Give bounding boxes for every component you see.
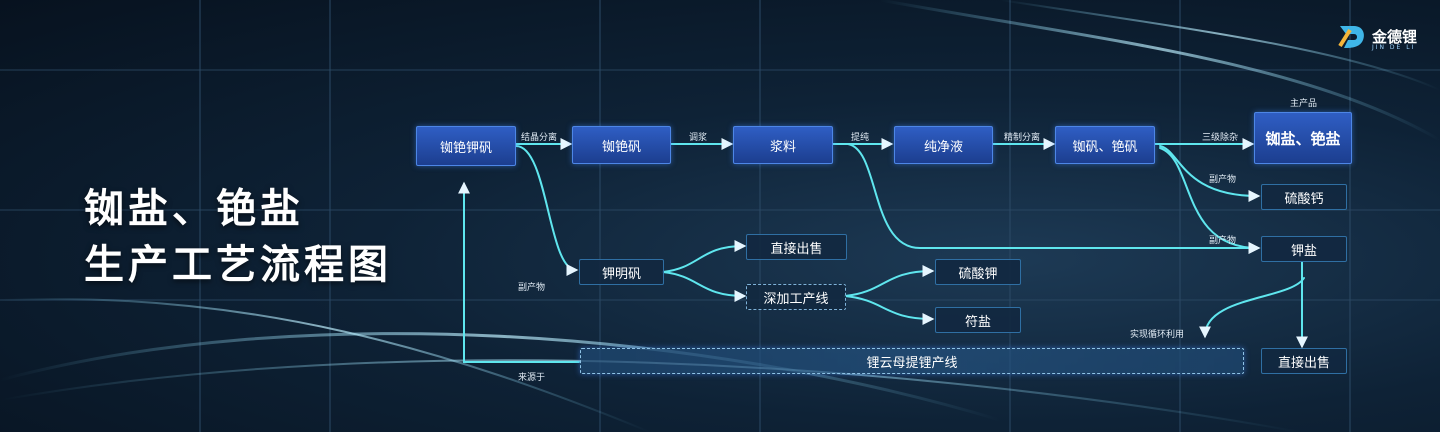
node-rb-cs-alum-pair: 铷矾、铯矾: [1055, 126, 1155, 164]
node-rb-cs-alum: 铷铯矾: [572, 126, 671, 164]
logo-name: 金德锂: [1372, 28, 1418, 46]
label-main-product: 主产品: [1290, 99, 1318, 109]
brand-logo: 金德锂 JIN DE LI: [1338, 24, 1422, 51]
node-calcium-sulfate: 硫酸钙: [1261, 184, 1347, 210]
label-byproduct-3: 副产物: [518, 283, 546, 293]
label-purification: 提纯: [851, 133, 870, 143]
title-line-1: 铷盐、铯盐: [84, 186, 304, 232]
node-potassium-sulfate: 硫酸钾: [935, 259, 1021, 285]
vertical-structure-lines: [199, 0, 1351, 432]
node-lepidolite-line: 锂云母提锂产线: [580, 348, 1244, 374]
node-direct-sale-2: 直接出售: [1261, 348, 1347, 374]
label-fine-separation: 精制分离: [1004, 133, 1041, 143]
title-line-2: 生产工艺流程图: [84, 242, 392, 288]
label-slurry-mixing: 调浆: [689, 133, 708, 143]
node-rb-cs-k-alum: 铷铯钾矾: [416, 126, 516, 166]
label-byproduct-2: 副产物: [1209, 236, 1237, 246]
node-deep-processing: 深加工产线: [746, 284, 846, 310]
node-potassium-alum: 钾明矾: [579, 259, 664, 285]
node-direct-sale-1: 直接出售: [746, 234, 847, 260]
node-main-product: 铷盐、铯盐: [1254, 112, 1352, 164]
label-recycle: 实现循环利用: [1130, 330, 1185, 340]
node-potassium-salt: 钾盐: [1261, 236, 1347, 262]
horizontal-structure-lines: [0, 69, 1440, 301]
label-three-stage: 三级除杂: [1202, 133, 1239, 143]
label-byproduct-1: 副产物: [1209, 175, 1237, 185]
node-slurry: 浆料: [733, 126, 833, 164]
node-compound-salt: 符盐: [935, 307, 1021, 333]
label-source: 来源于: [518, 373, 546, 383]
logo-subtitle: JIN DE LI: [1372, 44, 1416, 51]
node-pure-solution: 纯净液: [894, 126, 993, 164]
label-crystal-separation: 结晶分离: [521, 133, 558, 143]
logo-mark-icon: [1338, 26, 1364, 48]
